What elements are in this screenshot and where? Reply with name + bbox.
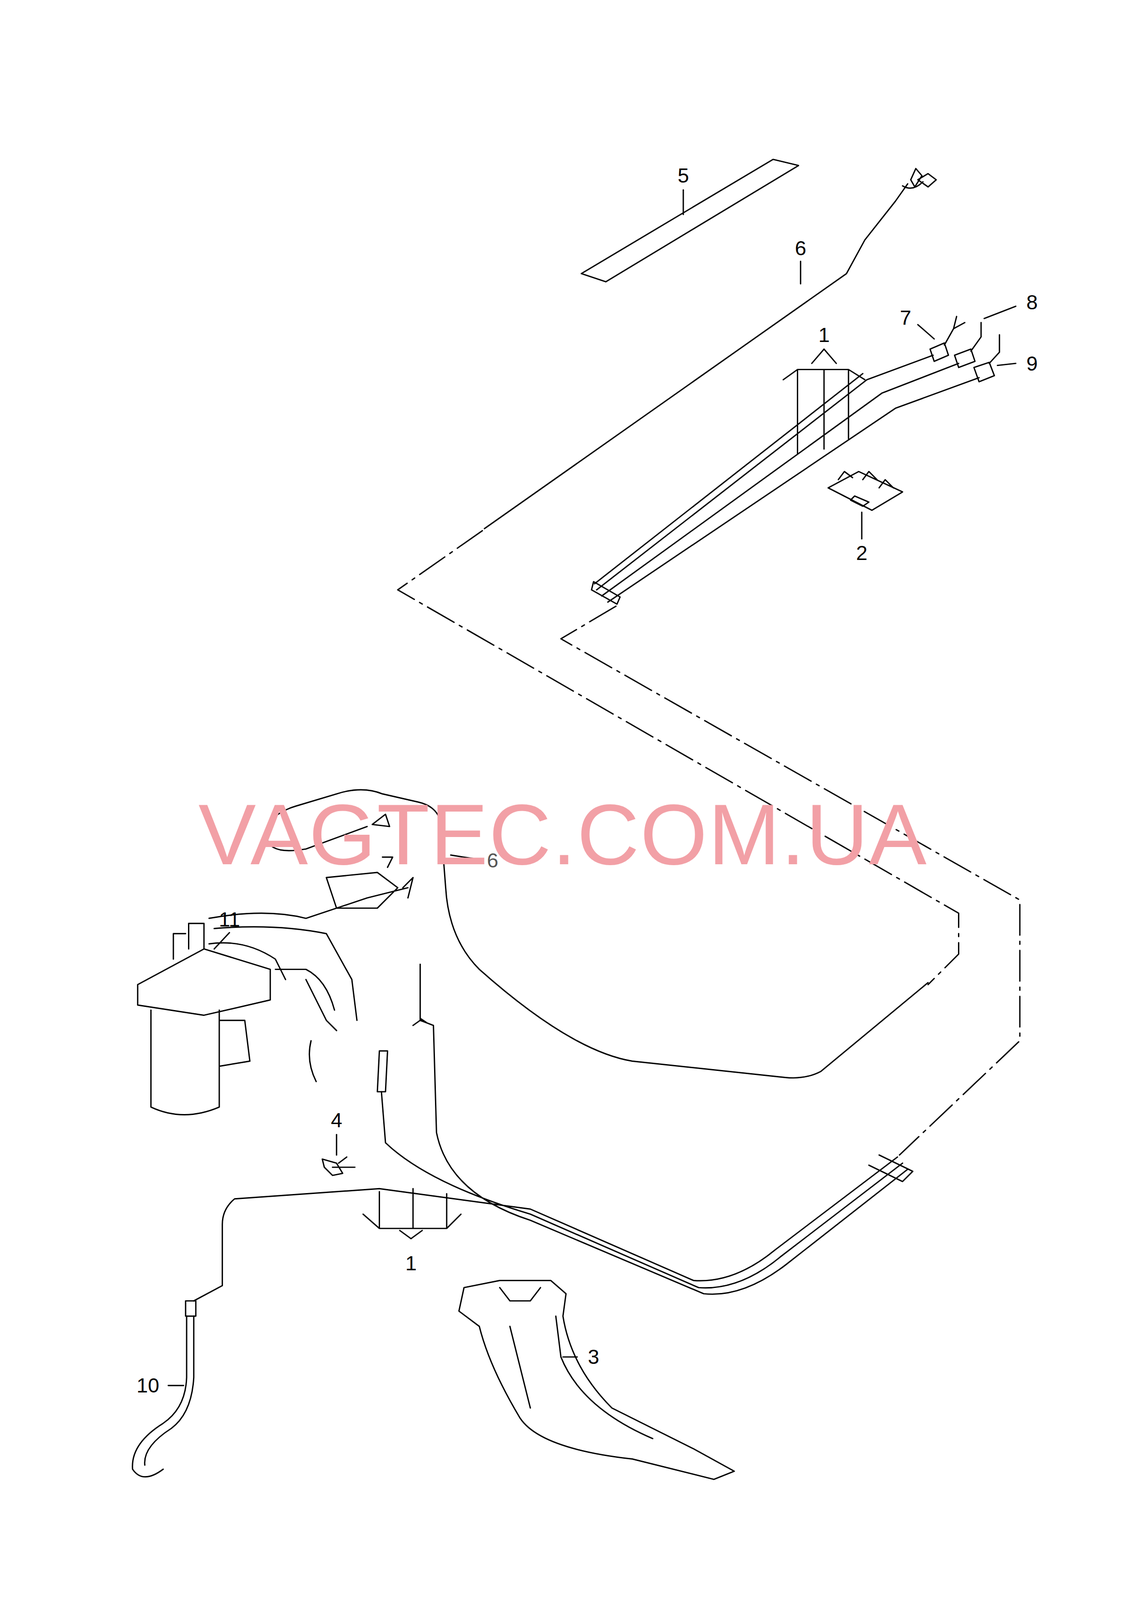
callout-number: 4: [330, 1109, 343, 1131]
continuation-line: [560, 606, 1020, 1155]
leader-line: [335, 1134, 338, 1155]
clip: [322, 1156, 356, 1176]
callout-number: 6: [795, 237, 807, 258]
callout-number: 1: [405, 1252, 417, 1273]
pipe-connector: [185, 1017, 427, 1316]
leader-line: [214, 932, 230, 949]
bracket: [363, 1188, 462, 1239]
leader-line: [800, 261, 802, 284]
pipe-connector: [930, 316, 1000, 382]
leader-line: [168, 1384, 184, 1386]
pipe-clip: [828, 471, 903, 510]
pipe-band: [591, 581, 621, 604]
continuation-line: [397, 530, 959, 985]
callout-number: 7: [899, 306, 912, 328]
callout-number: 3: [587, 1346, 600, 1367]
callout-number: 5: [677, 165, 689, 186]
callout-number: 2: [855, 542, 868, 564]
bracket: [783, 349, 865, 455]
callout-number: 6: [486, 849, 499, 870]
leader-line: [918, 324, 935, 339]
callout-number: 10: [136, 1374, 160, 1396]
pipe-cover: [459, 1279, 735, 1479]
wire-harness: [484, 168, 937, 529]
fuel-filter: [137, 856, 413, 1115]
watermark: VAGTEC.COM.UA: [198, 790, 928, 878]
callout-number: 1: [818, 324, 830, 345]
adhesive-strip: [581, 159, 799, 282]
callout-number: 8: [1026, 291, 1038, 312]
callout-number: 11: [218, 908, 241, 929]
pipe: [594, 355, 980, 603]
leader-line: [984, 306, 1017, 319]
hose: [132, 1315, 194, 1477]
callout-number: 9: [1026, 352, 1038, 374]
leader-line: [563, 1355, 578, 1358]
leader-line: [682, 189, 684, 215]
leader-line: [861, 512, 863, 539]
pipe: [193, 963, 914, 1301]
leader-line: [997, 363, 1016, 366]
